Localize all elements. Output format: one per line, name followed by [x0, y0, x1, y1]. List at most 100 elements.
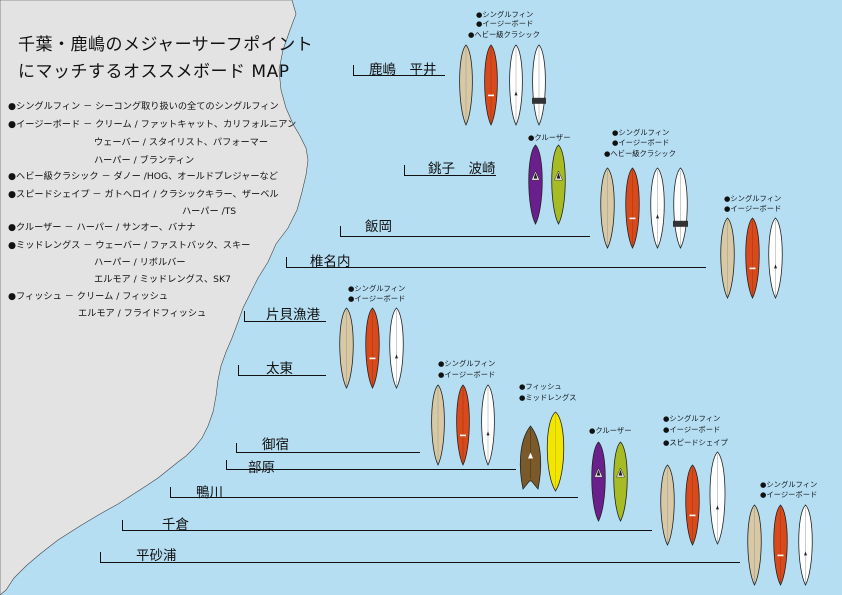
longboard-orange — [745, 217, 760, 299]
type-label: ●イージーボード — [612, 138, 670, 147]
type-label: ●イージーボード — [476, 19, 534, 28]
legend-item: ハーパー / ブランティン — [94, 155, 195, 166]
spot-label: 太東 — [266, 361, 293, 377]
pointer-tick — [236, 443, 237, 452]
pointer-tick — [170, 487, 171, 497]
pointer-tick — [353, 65, 354, 75]
longboard-white — [768, 217, 783, 299]
spot-label: 鹿嶋 平井 — [369, 62, 437, 78]
pointer-line — [340, 236, 590, 237]
cruiser-olive — [613, 441, 628, 522]
longboard-white-stripe — [673, 167, 688, 249]
longboard-orange — [365, 307, 380, 389]
type-label: ●シングルフィン — [760, 480, 818, 489]
fish-board-brown — [519, 425, 542, 490]
pointer-line — [244, 321, 326, 322]
pointer-tick — [122, 520, 123, 530]
longboard-orange — [773, 504, 788, 586]
longboard-tan — [339, 307, 354, 389]
type-label: ●イージーボード — [348, 294, 406, 303]
spot-label: 銚子 波崎 — [428, 161, 496, 177]
spot-label: 鴨川 — [196, 485, 223, 501]
legend-item: ●スピードシェイプ － ガトヘロイ / クラシックキラー、ザーベル — [8, 189, 279, 200]
spot-label: 椎名内 — [310, 254, 351, 270]
pointer-tick — [286, 257, 287, 267]
pointer-line — [122, 530, 652, 531]
pointer-line — [170, 497, 578, 498]
longboard-orange — [685, 464, 700, 546]
pointer-line — [236, 452, 420, 453]
legend-item: ●ヘビー級クラシック － ダノー /HOG、オールドプレジャーなど — [8, 171, 278, 182]
pointer-tick — [226, 460, 227, 469]
longboard-white — [481, 384, 495, 466]
legend-item: エルモア / フライドフィッシュ — [78, 308, 207, 319]
legend-item: ●フィッシュ － クリーム / フィッシュ — [8, 291, 168, 302]
cruiser-purple — [591, 441, 606, 522]
spot-label: 御宿 — [262, 437, 289, 453]
pointer-tick — [100, 552, 101, 562]
spot-label: 片貝漁港 — [266, 307, 320, 323]
legend-item: エルモア / ミッドレングス、SK7 — [94, 274, 231, 285]
type-label: ●ヘビー級クラシック — [604, 149, 676, 158]
type-label: ●フィッシュ — [519, 382, 562, 391]
pointer-line — [286, 267, 706, 268]
map-title-line1: 千葉・鹿嶋のメジャーサーフポイント — [18, 35, 314, 55]
pointer-tick — [404, 165, 405, 175]
midlength-yellow — [546, 411, 565, 492]
type-label: ●シングルフィン — [476, 10, 534, 19]
legend-item: ●クルーザー － ハーパー / サンオー、バナナ — [8, 222, 196, 233]
pointer-line — [238, 375, 326, 376]
longboard-tan — [431, 384, 445, 466]
type-label: ●クルーザー — [528, 133, 571, 142]
longboard-tan — [459, 44, 473, 126]
map-title-line2: にマッチするオススメボード MAP — [18, 62, 290, 82]
legend-item: ●シングルフィン － シーコング取り扱いの全てのシングルフィン — [8, 101, 279, 112]
longboard-orange — [456, 384, 470, 466]
legend-item: ハーパー / リボルバー — [94, 257, 186, 268]
pointer-line — [404, 175, 496, 176]
longboard-tan — [600, 167, 615, 249]
legend-item: ハーパー /TS — [182, 206, 237, 217]
legend-item: ●ミッドレングス － ウェーバー / ファストバック、スキー — [8, 240, 251, 251]
longboard-white — [389, 307, 404, 389]
pointer-line — [100, 562, 740, 563]
legend-item: ●イージーボード － クリーム / ファットキャット、カリフォルニアン — [8, 119, 297, 130]
cruiser-purple — [528, 144, 543, 225]
longboard-tan — [660, 464, 675, 546]
cruiser-olive — [551, 144, 566, 225]
pointer-tick — [244, 311, 245, 321]
speed-shape-white — [709, 451, 726, 545]
longboard-white — [650, 167, 665, 249]
spot-label: 平砂浦 — [136, 548, 177, 564]
pointer-line — [226, 469, 516, 470]
type-label: ●イージーボード — [663, 425, 721, 434]
type-label: ●イージーボード — [438, 370, 496, 379]
longboard-tan — [747, 504, 762, 586]
longboard-white — [509, 44, 523, 126]
type-label: ●シングルフィン — [348, 284, 406, 293]
spot-label: 千倉 — [162, 517, 189, 533]
longboard-white-stripe — [532, 44, 546, 126]
type-label: ●シングルフィン — [663, 414, 721, 423]
type-label: ●クルーザー — [589, 426, 632, 435]
legend-item: ウェーバー / スタイリスト、パフォーマー — [94, 137, 269, 148]
longboard-white — [798, 504, 813, 586]
type-label: ●イージーボード — [760, 490, 818, 499]
type-label: ●シングルフィン — [438, 359, 496, 368]
pointer-line — [353, 75, 445, 76]
pointer-tick — [238, 365, 239, 375]
pointer-tick — [340, 226, 341, 236]
longboard-orange — [625, 167, 640, 249]
type-label: ●シングルフィン — [612, 128, 670, 137]
type-label: ●イージーボード — [724, 204, 782, 213]
spot-label: 部原 — [248, 460, 275, 476]
type-label: ●ヘビー級クラシック — [468, 30, 540, 39]
longboard-tan — [720, 217, 735, 299]
type-label: ●シングルフィン — [724, 194, 782, 203]
type-label: ●ミッドレングス — [519, 393, 577, 402]
longboard-orange — [484, 44, 498, 126]
spot-label: 飯岡 — [365, 219, 392, 235]
